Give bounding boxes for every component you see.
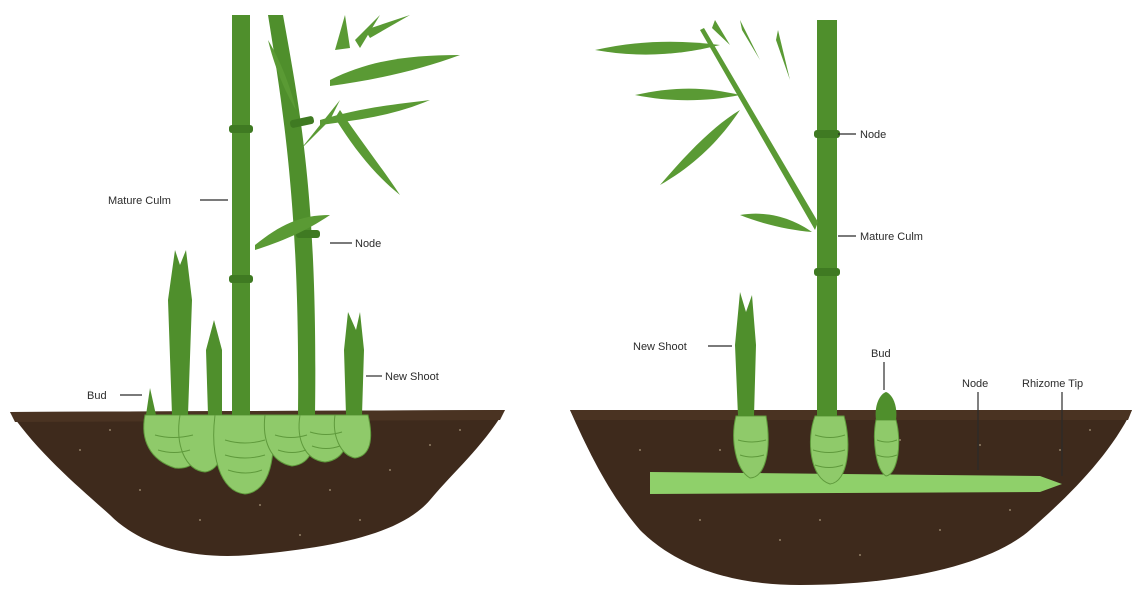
left-label-mature-culm: Mature Culm xyxy=(108,195,228,207)
right-label-mature-culm: Mature Culm xyxy=(838,231,923,243)
left-mature-culm-2 xyxy=(268,15,320,415)
right-leaves xyxy=(595,20,818,232)
svg-text:Bud: Bud xyxy=(87,390,107,402)
left-diagram: Mature Culm Node New Shoot Bud xyxy=(10,15,505,556)
left-new-shoots xyxy=(146,250,364,415)
left-label-bud: Bud xyxy=(87,390,142,402)
right-label-bud: Bud xyxy=(871,348,891,390)
right-diagram: Node Mature Culm New Shoot Bud Node Rhiz… xyxy=(570,20,1132,585)
svg-text:Rhizome Tip: Rhizome Tip xyxy=(1022,378,1083,390)
right-mature-culm xyxy=(814,20,840,416)
right-new-shoot xyxy=(735,292,756,416)
svg-text:New Shoot: New Shoot xyxy=(633,341,687,353)
svg-text:Mature Culm: Mature Culm xyxy=(860,231,923,243)
left-label-node: Node xyxy=(330,238,381,250)
left-mature-culm-1 xyxy=(229,15,253,415)
right-soil xyxy=(570,410,1132,585)
right-label-node-upper: Node xyxy=(838,129,886,141)
svg-text:Node: Node xyxy=(355,238,381,250)
left-label-new-shoot: New Shoot xyxy=(366,371,439,383)
right-label-new-shoot: New Shoot xyxy=(633,341,732,353)
svg-text:Node: Node xyxy=(860,129,886,141)
svg-text:New Shoot: New Shoot xyxy=(385,371,439,383)
svg-text:Node: Node xyxy=(962,378,988,390)
right-bud xyxy=(876,392,897,420)
svg-text:Mature Culm: Mature Culm xyxy=(108,195,171,207)
svg-text:Bud: Bud xyxy=(871,348,891,360)
